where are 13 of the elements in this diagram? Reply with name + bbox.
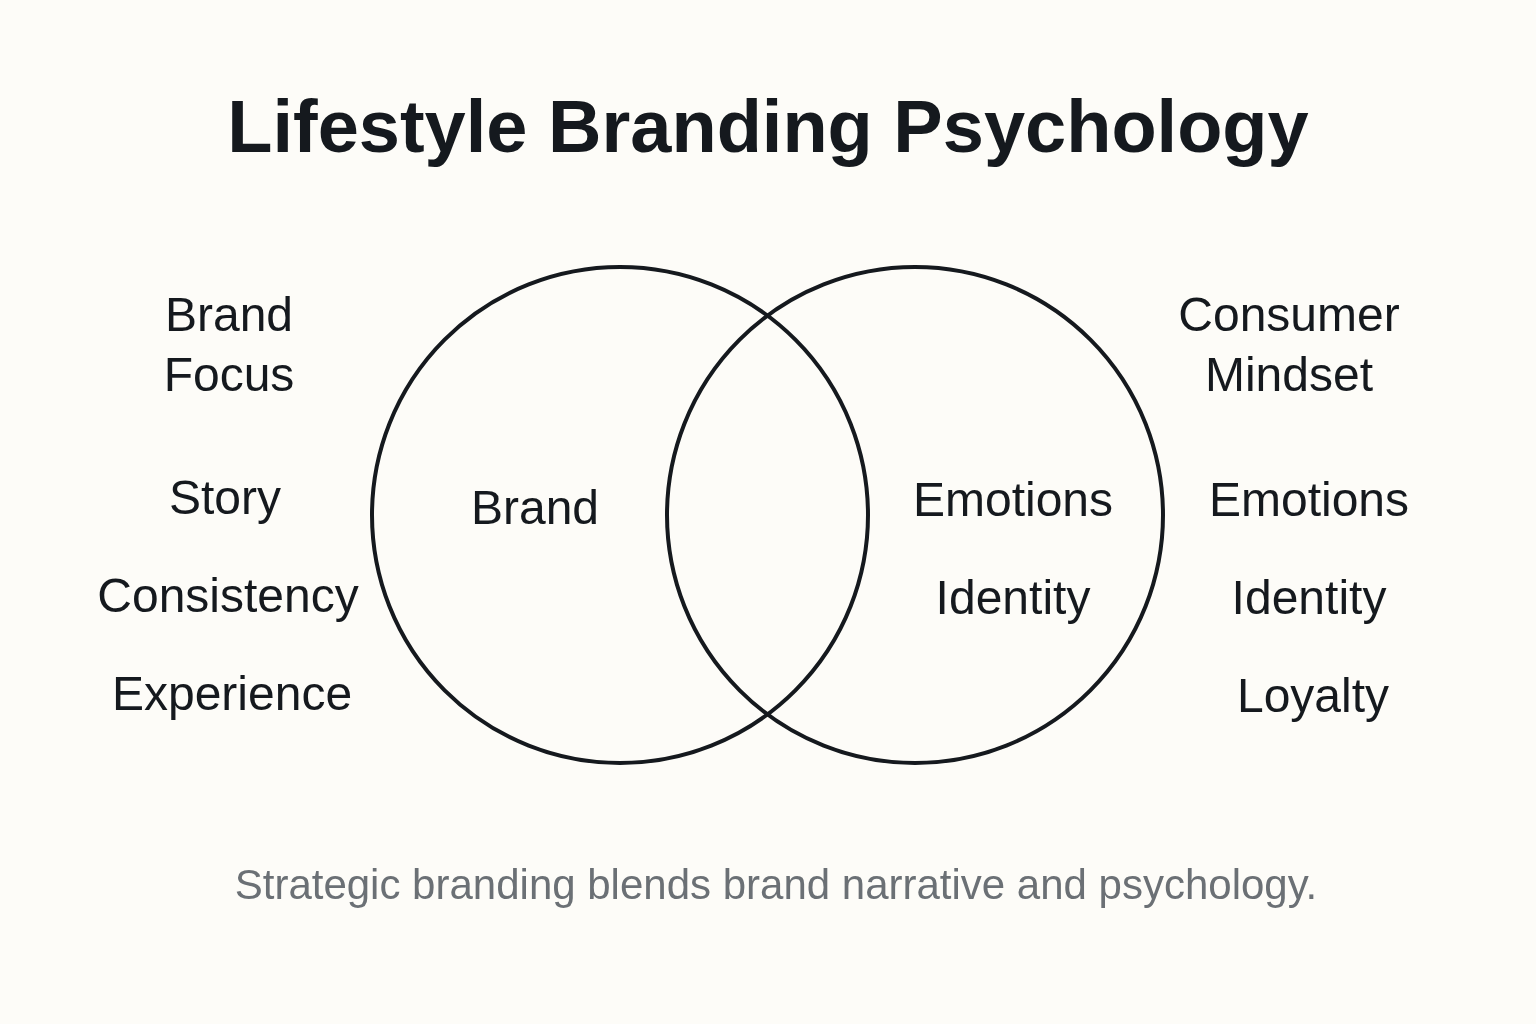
list-item: Identity bbox=[1231, 570, 1387, 626]
circle-label: Emotions bbox=[912, 472, 1114, 528]
list-item: Loyalty bbox=[1236, 668, 1390, 724]
list-item: Emotions bbox=[1208, 472, 1410, 528]
list-item: Story bbox=[169, 470, 281, 526]
list-item: Experience bbox=[111, 666, 353, 722]
group-heading: Brand Focus bbox=[162, 287, 296, 403]
circle-label: Brand bbox=[470, 480, 600, 536]
caption: Strategic branding blends brand narrative and psychology. bbox=[234, 860, 1318, 910]
circle-label: Identity bbox=[935, 570, 1091, 626]
diagram-title: Lifestyle Branding Psychology bbox=[227, 84, 1309, 170]
list-item: Consistency bbox=[97, 568, 359, 624]
group-heading: Consumer Mindset bbox=[1177, 287, 1401, 403]
